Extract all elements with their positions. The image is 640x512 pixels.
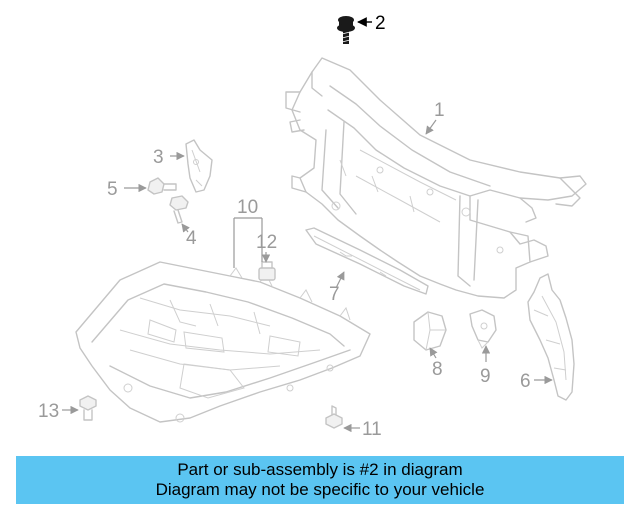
callout-8: 8 xyxy=(432,359,443,380)
leader-7 xyxy=(335,271,345,289)
callout-11: 11 xyxy=(362,419,382,440)
callout-1: 1 xyxy=(434,100,445,121)
callout-7: 7 xyxy=(329,284,340,305)
callout-5: 5 xyxy=(107,179,118,200)
banner-line-disclaimer: Diagram may not be specific to your vehi… xyxy=(155,480,485,499)
deflector-part-7 xyxy=(305,227,429,295)
bracket-part-3 xyxy=(185,139,213,193)
radiator-support-part xyxy=(285,57,587,299)
undertray-part-10 xyxy=(75,261,371,423)
bolt-part-13 xyxy=(79,395,97,421)
bolt-part-2 xyxy=(337,16,355,44)
callout-4: 4 xyxy=(186,228,197,249)
leader-1 xyxy=(425,119,437,135)
callout-13: 13 xyxy=(38,401,59,422)
leader-4 xyxy=(181,223,190,233)
block-part-8 xyxy=(413,311,447,351)
leader-8 xyxy=(429,347,438,359)
bolt-part-5 xyxy=(147,177,177,195)
callout-10: 10 xyxy=(237,197,258,218)
callout-12: 12 xyxy=(256,232,277,253)
parts-diagram: 2 1 3 5 4 10 12 7 8 9 6 13 11 xyxy=(38,13,587,440)
bolt-part-11 xyxy=(325,405,343,429)
callout-2: 2 xyxy=(375,13,386,34)
bolt-part-4 xyxy=(169,195,189,224)
banner-line-part-number: Part or sub-assembly is #2 in diagram xyxy=(177,460,463,479)
bracket-part-9 xyxy=(469,309,497,349)
callout-9: 9 xyxy=(480,366,491,387)
clip-part-12 xyxy=(258,261,276,281)
info-banner: Part or sub-assembly is #2 in diagram Di… xyxy=(16,456,624,504)
air-guide-part-6 xyxy=(527,273,575,401)
callout-3: 3 xyxy=(153,147,164,168)
callout-6: 6 xyxy=(520,371,531,392)
